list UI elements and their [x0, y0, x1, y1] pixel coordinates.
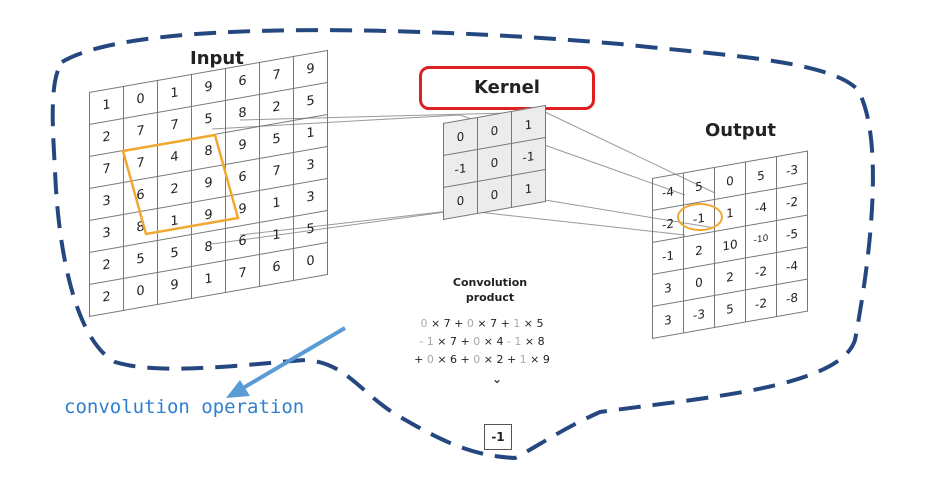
equation-term: × 4: [480, 335, 507, 348]
equation-term: × 6 +: [433, 353, 474, 366]
equation-term: × 7 +: [433, 335, 474, 348]
input-cell: 2: [89, 278, 124, 317]
output-title: Output: [705, 120, 777, 141]
kernel-label-box: Kernel: [419, 66, 595, 110]
equation-term: × 8: [521, 335, 545, 348]
input-cell: 0: [123, 272, 158, 311]
output-cell: -2: [745, 284, 777, 323]
kernel-coefficient: - 1: [419, 335, 434, 348]
input-cell: 0: [293, 242, 328, 281]
equation-term: × 7 +: [427, 317, 467, 330]
kernel-cell: 0: [477, 175, 512, 214]
output-cell: -3: [683, 295, 715, 333]
convolution-title-line1: Convolution: [452, 276, 528, 289]
kernel-coefficient: 1: [513, 317, 521, 330]
input-title: Input: [190, 48, 244, 69]
kernel-cell: 0: [443, 181, 478, 220]
output-cell: 3: [652, 300, 684, 339]
convolution-title-line2: product: [465, 291, 515, 304]
input-cell: 6: [259, 248, 294, 287]
kernel-coefficient: 0: [420, 317, 428, 330]
equation-term: +: [414, 353, 427, 366]
output-cell: 5: [714, 290, 746, 328]
equation-term: × 7 +: [473, 317, 514, 330]
convolution-product-title: Convolution product: [440, 275, 540, 305]
equation-line-3: + 0 × 6 + 0 × 2 + 1 × 9: [402, 353, 562, 366]
dashed-boundary: [50, 28, 875, 461]
input-cell: 7: [225, 254, 260, 293]
equation-term: × 2 +: [480, 353, 520, 366]
kernel-coefficient: 1: [519, 353, 527, 366]
convolution-operation-label: convolution operation: [64, 396, 305, 418]
output-cell: -8: [776, 279, 808, 317]
equation-term: × 9: [526, 353, 550, 366]
kernel-coefficient: 0: [466, 317, 474, 330]
connector-lines: [211, 111, 716, 245]
input-cell: 1: [191, 260, 226, 299]
equation-term: × 5: [520, 317, 544, 330]
kernel-title: Kernel: [474, 77, 540, 98]
kernel-cell: 1: [511, 169, 546, 208]
input-cell: 9: [157, 266, 192, 305]
convolution-result: -1: [484, 424, 512, 450]
kernel-coefficient: 0: [473, 335, 481, 348]
kernel-coefficient: 0: [426, 353, 434, 366]
kernel-coefficient: - 1: [506, 335, 522, 348]
equation-line-2: - 1 × 7 + 0 × 4 - 1 × 8: [402, 335, 562, 348]
kernel-coefficient: 0: [473, 353, 481, 366]
chevron-down-icon: ⌄: [492, 372, 503, 386]
equation-line-1: 0 × 7 + 0 × 7 + 1 × 5: [402, 317, 562, 330]
